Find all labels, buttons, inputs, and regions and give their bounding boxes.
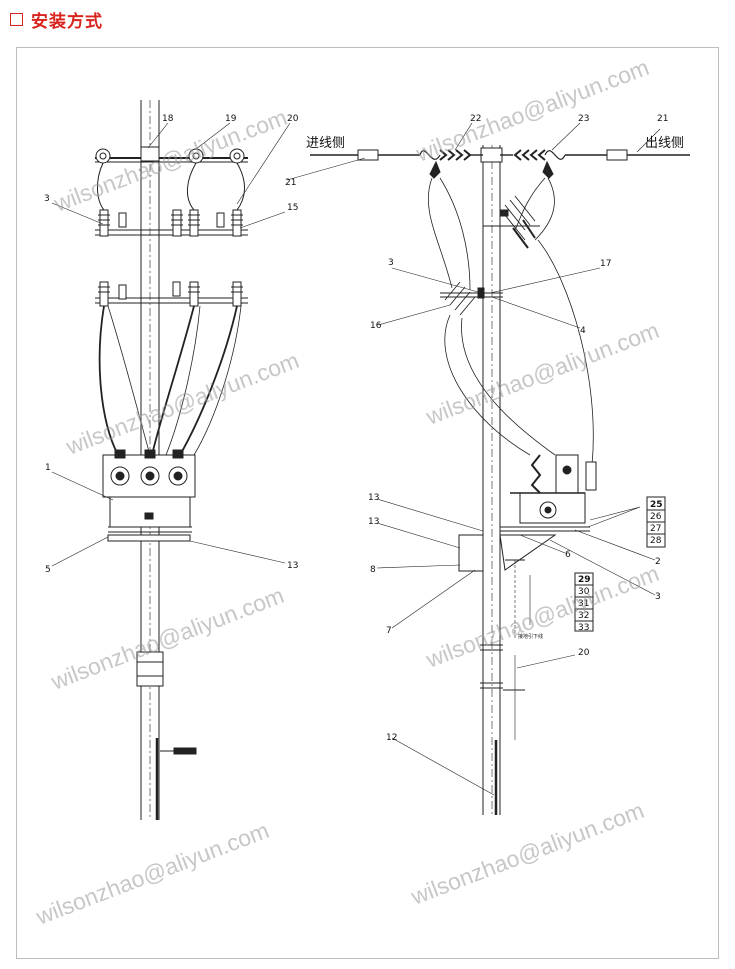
callout-label: 23 (578, 114, 589, 124)
right-callout-labels: 22 23 21 21 3 17 16 4 13 13 8 7 25 26 27… (285, 114, 668, 743)
callout-label: 17 (600, 259, 611, 269)
section-title: 安装方式 (31, 11, 103, 32)
callout-label: 21 (285, 178, 296, 188)
callout-label: 28 (650, 536, 662, 546)
right-control-box (458, 534, 557, 740)
watermark: wilsonzhao@aliyun.com (32, 817, 273, 930)
callout-label: 3 (44, 194, 50, 204)
callout-label: 13 (287, 561, 298, 571)
callout-label: 29 (578, 575, 591, 585)
callout-label: 3 (388, 258, 394, 268)
right-breaker (500, 454, 597, 532)
callout-label: 33 (578, 623, 589, 633)
right-upper-arrester (483, 195, 540, 249)
callout-label: 30 (578, 587, 590, 597)
callout-label: 7 (386, 626, 392, 636)
callout-label: 19 (225, 114, 237, 124)
callout-label: 22 (470, 114, 481, 124)
left-crossarm-3 (95, 281, 248, 307)
callout-label: 12 (386, 733, 397, 743)
right-legend-table (574, 496, 666, 632)
left-callout-labels: 18 19 20 3 15 1 5 13 (44, 114, 299, 575)
right-leaders (286, 122, 661, 796)
left-cables (98, 305, 242, 456)
left-leaders (51, 122, 291, 567)
section-header: 安装方式 (10, 6, 103, 32)
callout-label: 13 (368, 517, 379, 527)
diagram-frame (16, 47, 719, 959)
callout-label: 6 (565, 550, 571, 560)
watermark: wilsonzhao@aliyun.com (422, 317, 663, 430)
watermark: wilsonzhao@aliyun.com (422, 560, 663, 673)
callout-label: 16 (370, 321, 382, 331)
left-top-arm (95, 146, 248, 164)
incoming-side-label: 进线侧 (306, 136, 345, 151)
callout-label: 20 (287, 114, 299, 124)
callout-label: 8 (370, 565, 376, 575)
checkbox-square-icon (10, 12, 23, 26)
callout-label: 5 (45, 565, 51, 575)
right-main-line (310, 149, 690, 179)
right-pole (480, 145, 503, 815)
callout-label: 4 (580, 326, 586, 336)
callout-label: 2 (655, 557, 661, 567)
right-leads (427, 177, 594, 466)
callout-label: 26 (650, 512, 662, 522)
annotation-small-1: 接地引下线 (518, 633, 543, 640)
callout-label: 3 (655, 592, 661, 602)
callout-label: 15 (287, 203, 298, 213)
callout-label: 1 (45, 463, 51, 473)
watermark: wilsonzhao@aliyun.com (62, 347, 303, 460)
left-breaker (102, 449, 196, 542)
right-middle-arrester (440, 281, 503, 316)
watermark: wilsonzhao@aliyun.com (47, 582, 288, 695)
outgoing-side-label: 出线侧 (645, 136, 684, 151)
left-pole (136, 100, 197, 820)
callout-label: 27 (650, 524, 661, 534)
callout-label: 21 (657, 114, 668, 124)
callout-label: 20 (578, 648, 590, 658)
callout-label: 32 (578, 611, 589, 621)
callout-label: 18 (162, 114, 174, 124)
watermark: wilsonzhao@aliyun.com (407, 797, 648, 910)
callout-label: 31 (578, 599, 589, 609)
callout-label: 13 (368, 493, 379, 503)
callout-label: 25 (650, 500, 663, 510)
